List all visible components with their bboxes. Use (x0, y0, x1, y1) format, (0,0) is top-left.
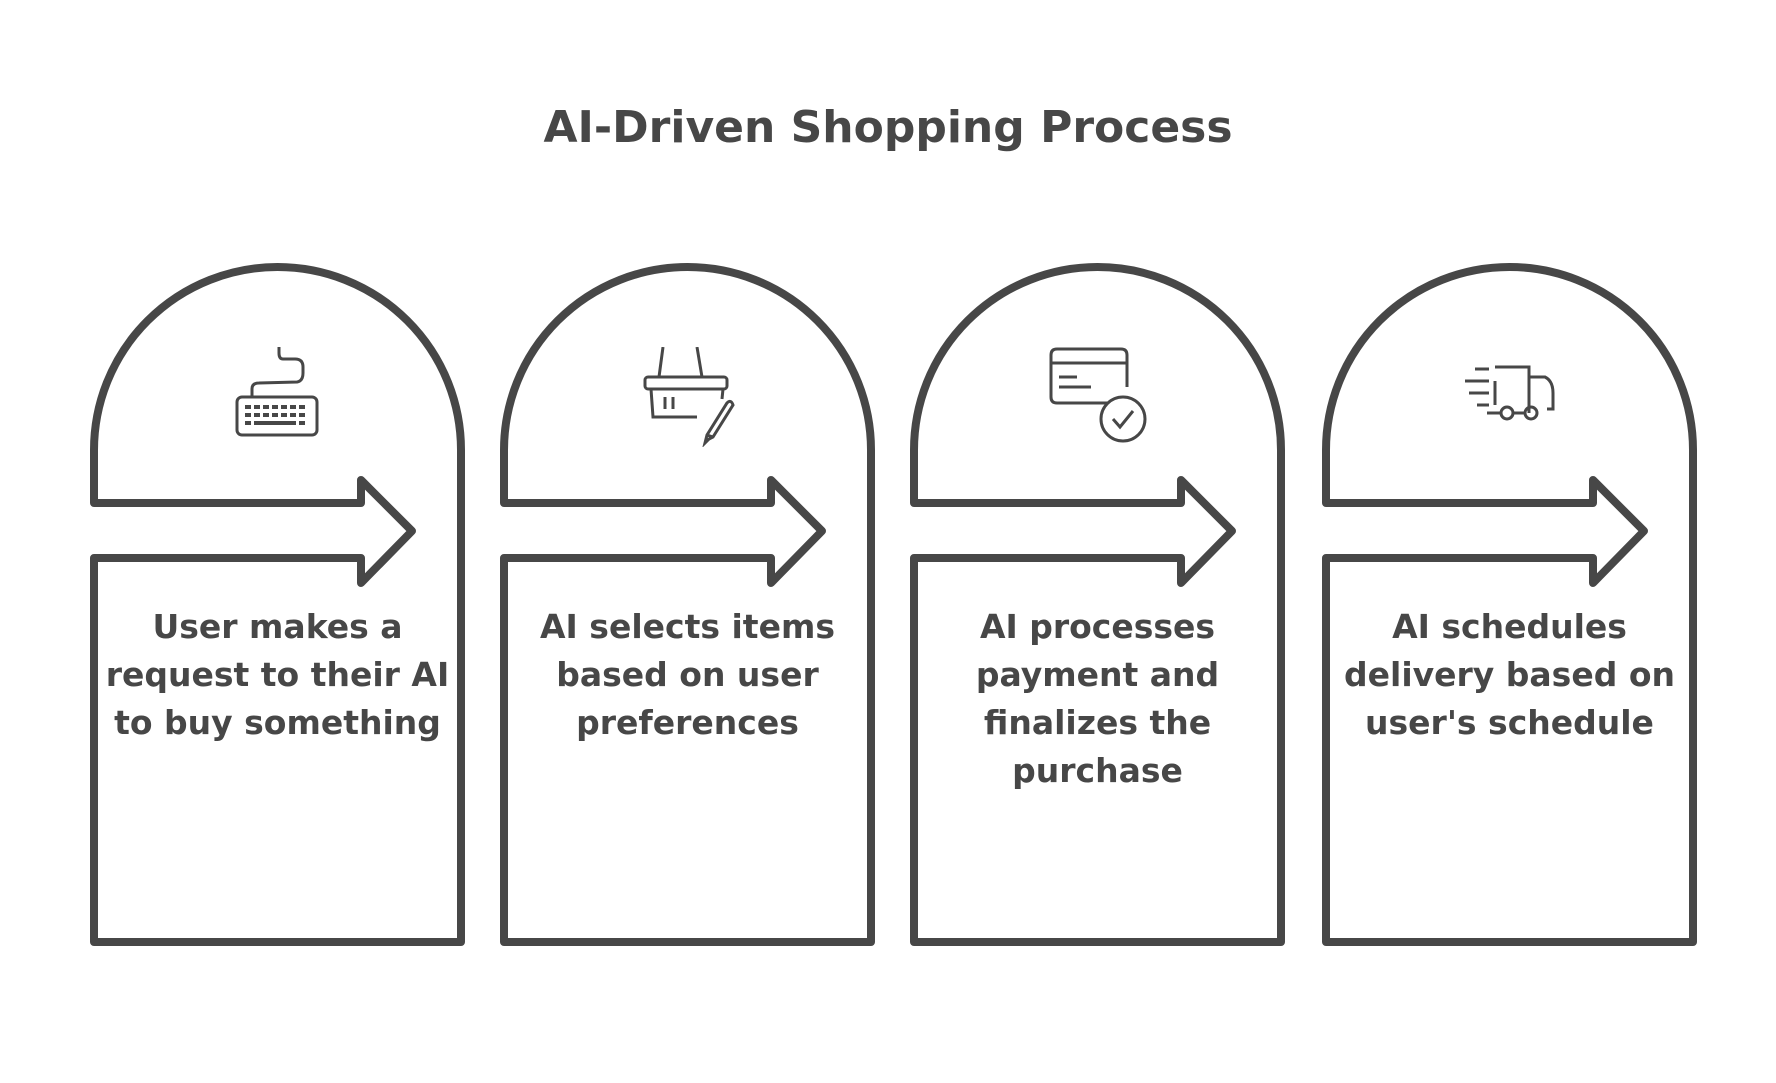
step-card-3: AI processes payment and finalizes the p… (910, 263, 1285, 946)
basket-pencil-icon (643, 347, 735, 447)
delivery-truck-icon (1465, 365, 1555, 421)
step-card-4: AI schedules delivery based on user's sc… (1322, 263, 1697, 946)
diagram-title: AI-Driven Shopping Process (543, 102, 1233, 153)
step-card-2: AI selects items based on user preferenc… (500, 263, 875, 946)
step-text: AI schedules delivery based on user's sc… (1344, 607, 1675, 742)
keyboard-icon (235, 347, 319, 437)
step-text: User makes a request to their AI to buy … (105, 607, 450, 742)
step-text: AI processes payment and finalizes the p… (975, 607, 1220, 790)
card-check-icon (1049, 347, 1147, 443)
arch-arrow-outline (910, 263, 1285, 946)
arch-arrow-outline (500, 263, 875, 946)
arch-arrow-outline (1322, 263, 1697, 946)
step-text: AI selects items based on user preferenc… (540, 607, 835, 742)
arch-arrow-outline (90, 263, 465, 946)
step-card-1: User makes a request to their AI to buy … (90, 263, 465, 946)
